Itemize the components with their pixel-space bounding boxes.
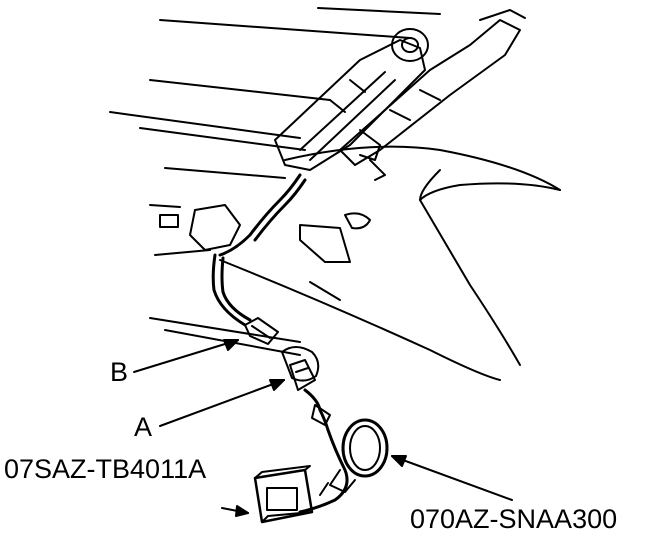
label-a: A — [134, 412, 153, 442]
test-harness — [298, 388, 389, 514]
vehicle-harness — [159, 173, 307, 327]
dummy-tool — [253, 465, 314, 524]
connector-a — [281, 346, 320, 391]
leader-arrows — [133, 339, 513, 517]
roof-panel — [109, 7, 561, 381]
label-b: B — [110, 357, 129, 387]
retractor-assembly — [274, 9, 526, 181]
tool-part-number: 07SAZ-TB4011A — [4, 454, 207, 484]
connector-b — [244, 317, 279, 345]
harness-part-number: 070AZ-SNAA300 — [410, 504, 618, 534]
